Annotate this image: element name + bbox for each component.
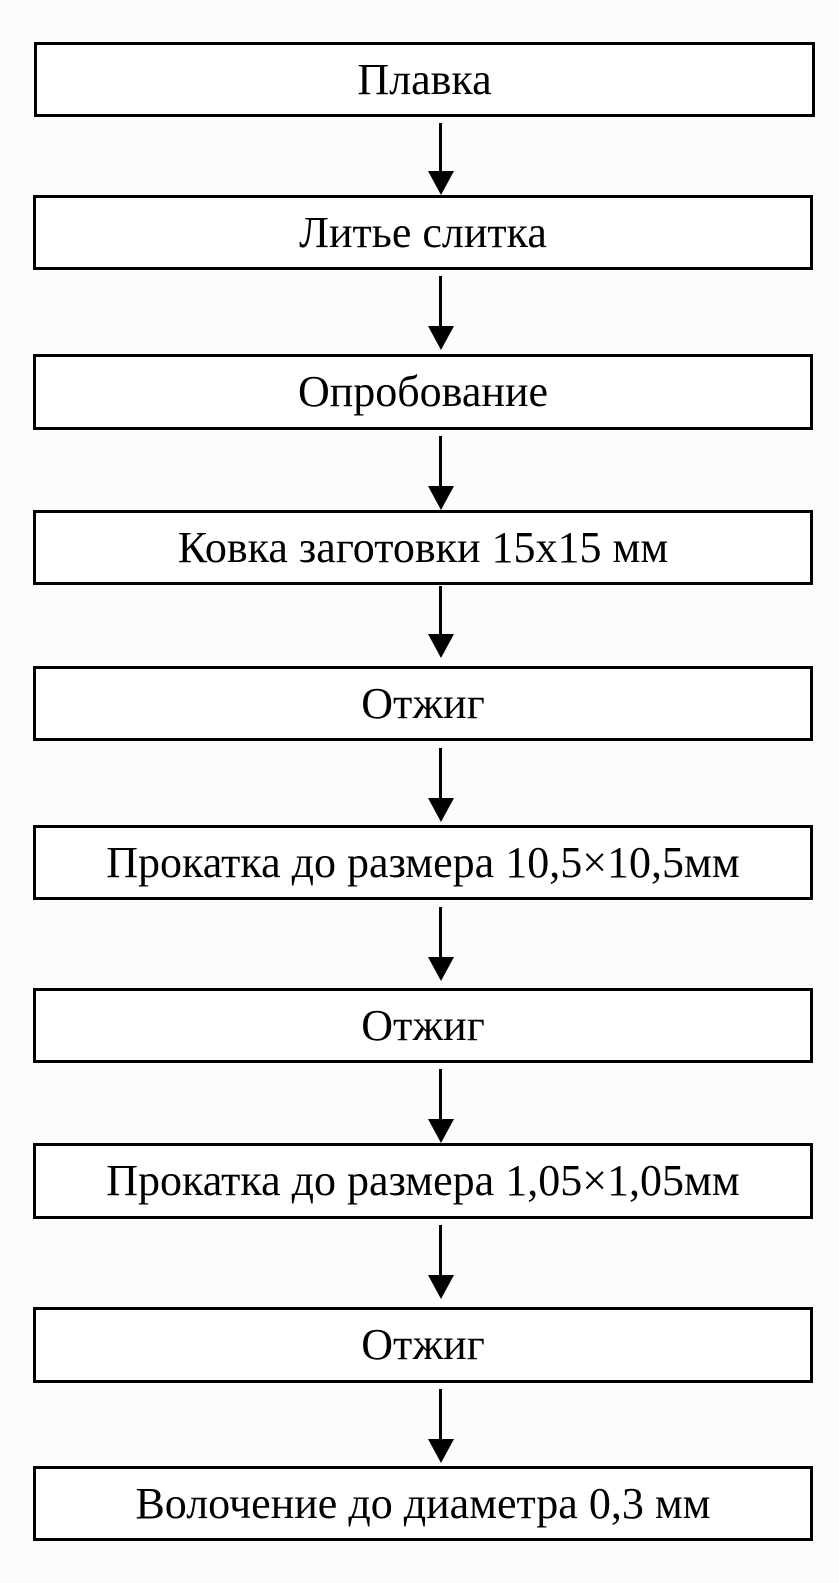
step-box-drawing: Волочение до диаметра 0,3 мм: [33, 1466, 813, 1541]
flow-arrow: [426, 748, 456, 822]
step-label-sampling: Опробование: [297, 367, 549, 416]
step-box-annealing-2: Отжиг: [33, 988, 813, 1063]
step-box-rolling-2: Прокатка до размера 1,05×1,05мм: [33, 1143, 813, 1219]
step-box-ingot-casting: Литье слитка: [33, 195, 813, 270]
step-label-melting: Плавка: [357, 54, 492, 104]
step-box-annealing-3: Отжиг: [33, 1307, 813, 1383]
flow-arrow: [426, 276, 456, 350]
step-label-annealing-3: Отжиг: [361, 1320, 485, 1369]
step-box-forging: Ковка заготовки 15х15 мм: [33, 510, 813, 585]
flow-arrow: [426, 907, 456, 981]
flow-arrow: [426, 1225, 456, 1299]
step-label-forging: Ковка заготовки 15х15 мм: [177, 522, 669, 572]
flow-arrow: [426, 1069, 456, 1143]
flow-arrow: [426, 123, 456, 195]
flow-arrow: [426, 1389, 456, 1463]
step-label-annealing-1: Отжиг: [361, 678, 485, 728]
step-box-annealing-1: Отжиг: [33, 666, 813, 741]
flow-arrow: [426, 586, 456, 658]
step-box-sampling: Опробование: [33, 354, 813, 430]
step-label-drawing: Волочение до диаметра 0,3 мм: [135, 1478, 711, 1528]
step-box-melting: Плавка: [34, 42, 815, 117]
step-label-rolling-1: Прокатка до размера 10,5×10,5мм: [106, 837, 740, 887]
flow-arrow: [426, 436, 456, 510]
step-label-ingot-casting: Литье слитка: [299, 207, 547, 257]
step-label-rolling-2: Прокатка до размера 1,05×1,05мм: [106, 1156, 740, 1205]
step-box-rolling-1: Прокатка до размера 10,5×10,5мм: [33, 825, 813, 900]
step-label-annealing-2: Отжиг: [361, 1000, 485, 1050]
